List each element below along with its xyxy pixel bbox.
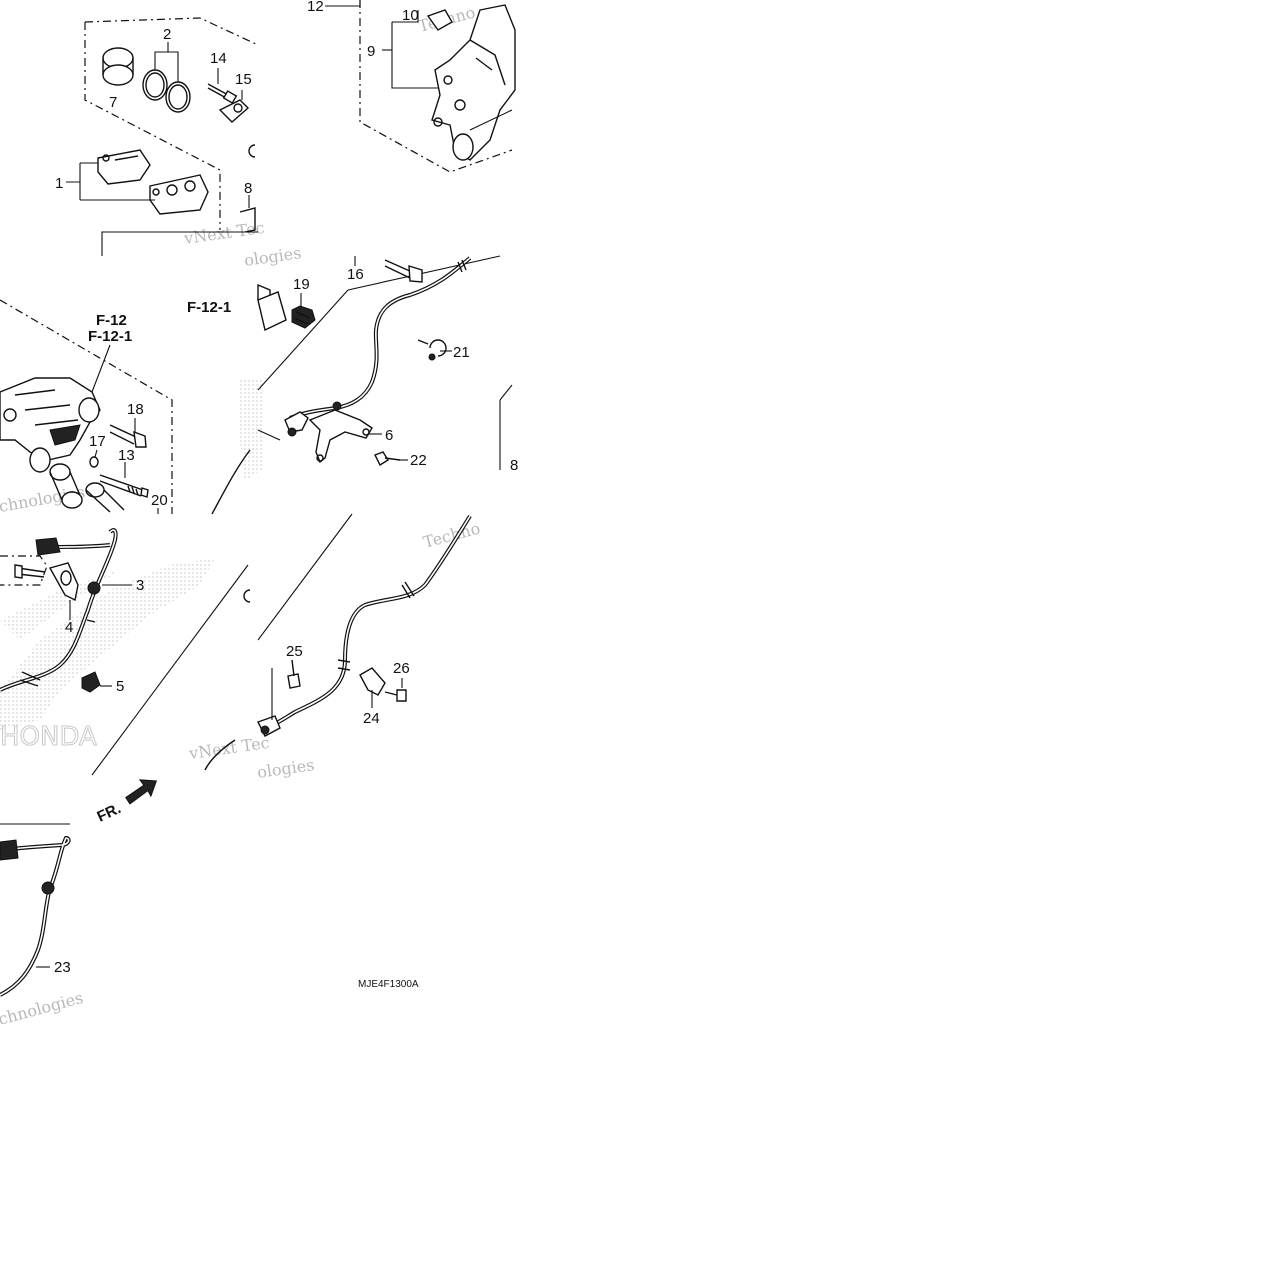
harness-connector	[0, 839, 19, 861]
callout-8: 8	[244, 180, 252, 197]
clamp-bolt	[14, 564, 46, 579]
callout-6: 6	[385, 427, 393, 444]
callout-labels: 1 2 3 4 5 6 7 8 9 10 12 13 14 15 16 17 1…	[54, 0, 470, 976]
group-border	[84, 17, 259, 46]
ref-f12-1-side: F-12-1	[187, 299, 231, 316]
callout-14: 14	[210, 50, 227, 67]
front-arrow: FR.	[95, 779, 158, 826]
pad-spring	[239, 207, 256, 233]
piston-kit-tile	[66, 17, 259, 256]
caliper-bracket-tile	[325, 0, 516, 173]
cable-sleeve	[19, 671, 41, 687]
ref-f12-1: F-12-1	[88, 328, 132, 345]
harness-grommet	[41, 881, 55, 895]
group-border	[101, 231, 258, 256]
callout-3: 3	[136, 577, 144, 594]
bracket-pin-boot	[426, 9, 453, 31]
callout-9: 9	[367, 43, 375, 60]
ref-f12: F-12	[96, 312, 127, 329]
watermark-text: chnologies	[0, 988, 85, 1029]
watermarks: vNext Tec ologies Techno chnologies vNex…	[0, 2, 482, 1028]
piston	[102, 47, 134, 86]
callout-4: 4	[65, 619, 73, 636]
brake-pad-lower	[149, 174, 209, 215]
callout-26: 26	[393, 660, 410, 677]
sensor-bracket	[359, 667, 386, 696]
caliper-body-tile	[0, 299, 173, 514]
bleeder-screw	[207, 83, 238, 104]
mounting-bolt	[384, 259, 423, 283]
callout-5: 5	[116, 678, 124, 695]
wire-clip	[81, 671, 101, 693]
watermark-text: vNext Tec	[182, 218, 266, 248]
caliper-pin-bolt	[109, 424, 147, 448]
callout-23: 23	[54, 959, 71, 976]
callout-21: 21	[453, 344, 470, 361]
caliper-edge	[257, 291, 287, 332]
callout-25: 25	[286, 643, 303, 660]
callout-2: 2	[163, 26, 171, 43]
stay-bolt	[374, 451, 401, 467]
callout-7: 7	[109, 94, 117, 111]
slide-pin-boot	[49, 463, 125, 513]
sensor-connector	[35, 537, 61, 556]
watermark-text: ologies	[243, 243, 303, 270]
sensor-stay	[308, 409, 373, 464]
rear-brake-caliper	[0, 377, 101, 473]
harness-tile: FR.	[0, 779, 158, 997]
callout-22: 22	[410, 452, 427, 469]
bracket-bolt	[384, 689, 407, 702]
sensor-bolt	[287, 659, 301, 689]
front-sensor-tile	[0, 528, 251, 776]
callout-18: 18	[127, 401, 144, 418]
callout-1: 1	[55, 175, 63, 192]
callout-12: 12	[307, 0, 324, 15]
sensor-wire-clip	[417, 339, 447, 361]
svg-text:8: 8	[510, 457, 518, 474]
rear-wheel-speed-sensor	[257, 715, 281, 737]
callout-10: 10	[402, 7, 419, 24]
honda-logo-text: HONDA	[0, 722, 97, 752]
callout-20: 20	[151, 492, 168, 509]
front-label: FR.	[95, 800, 124, 826]
caliper-slide-pin	[99, 474, 149, 498]
callout-19: 19	[293, 276, 310, 293]
diagram-code: MJE4F1300A	[358, 979, 419, 990]
clamp-bracket	[48, 562, 79, 602]
callout-24: 24	[363, 710, 380, 727]
pin-boot	[291, 305, 316, 329]
pad-pin-plug	[248, 144, 256, 158]
grommet	[86, 581, 101, 623]
wheel-speed-sensor	[284, 401, 342, 437]
watermark-text: ologies	[256, 755, 316, 782]
callout-16: 16	[347, 266, 364, 283]
brake-hose-tile: 8	[211, 255, 518, 515]
washer	[89, 456, 99, 468]
brake-pad-upper	[97, 149, 151, 185]
bleeder-cap	[218, 99, 250, 123]
honda-wing-logo: HONDA	[0, 380, 262, 753]
piston-seal	[145, 72, 165, 98]
reference-labels: F-12 F-12-1 F-12-1	[88, 299, 231, 345]
callout-15: 15	[235, 71, 252, 88]
dust-seal	[168, 84, 188, 110]
callout-13: 13	[118, 447, 135, 464]
group-border	[84, 22, 221, 230]
rear-sensor-tile	[204, 513, 472, 771]
callout-17: 17	[89, 433, 106, 450]
watermark-text: vNext Tec	[187, 733, 271, 763]
caliper-bracket	[431, 4, 516, 161]
